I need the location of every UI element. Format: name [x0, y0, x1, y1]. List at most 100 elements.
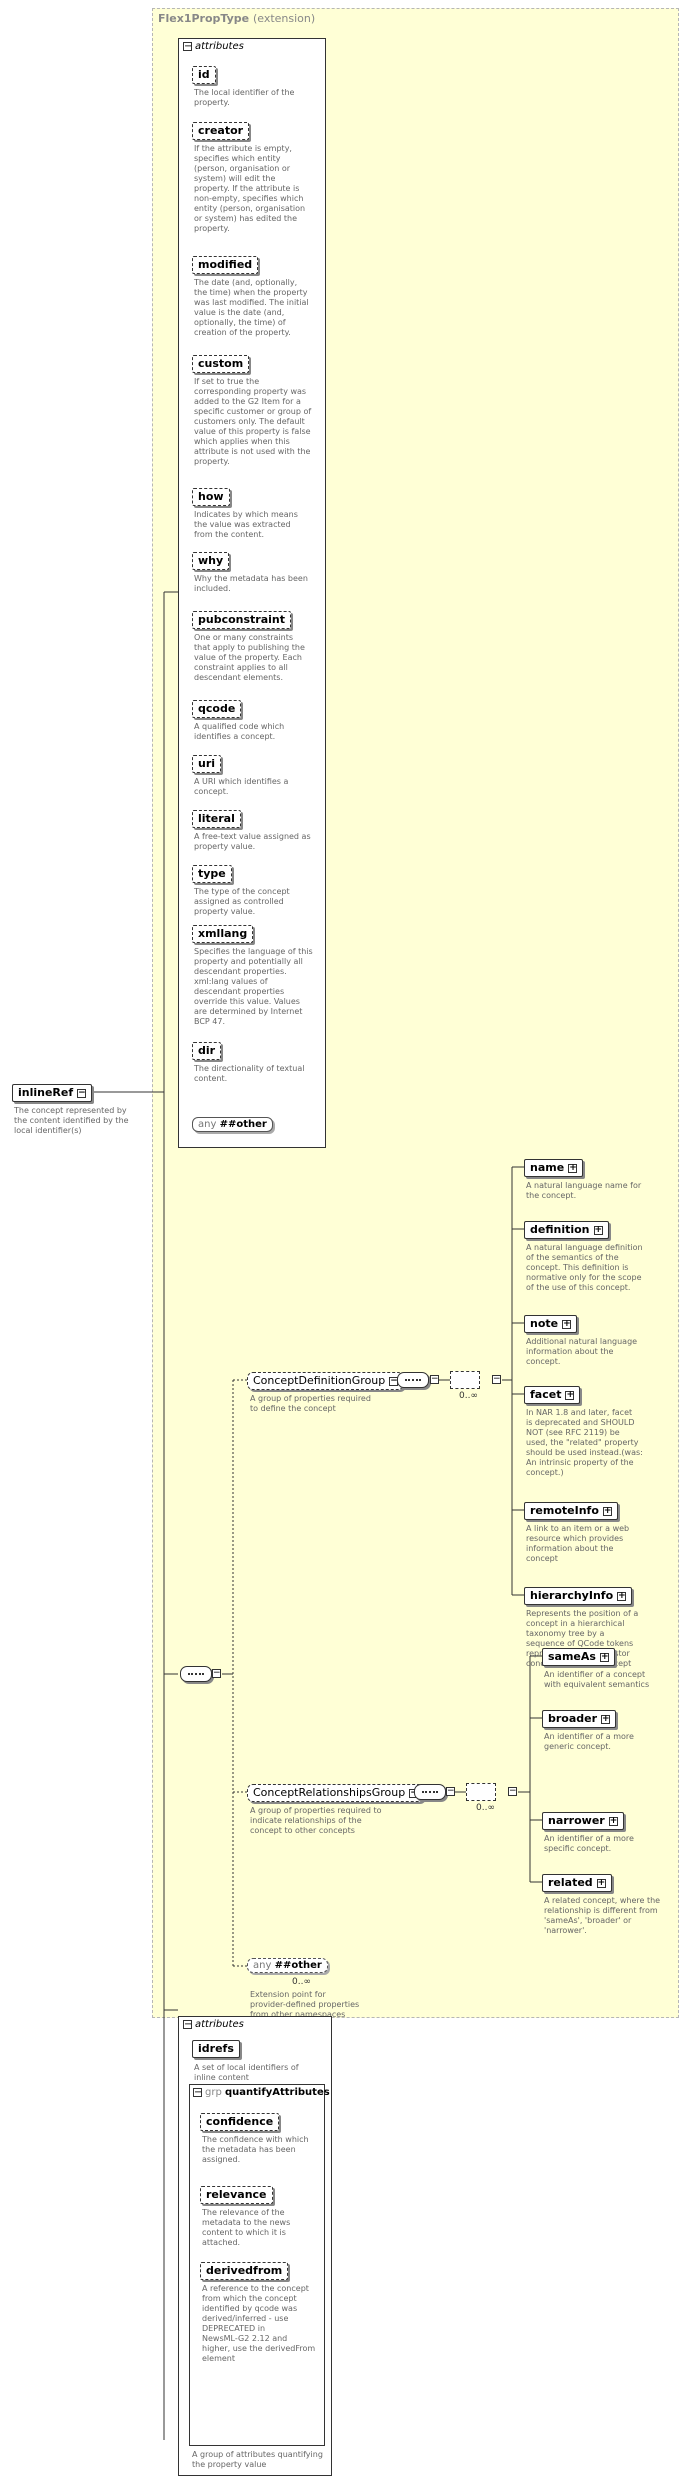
expand-icon[interactable]: − [77, 1087, 87, 1098]
description-line: used, the "related" property [526, 1438, 639, 1447]
description-line: generic concept. [544, 1742, 611, 1751]
description-line: with equivalent semantics [544, 1680, 650, 1689]
description-line: identifies a concept. [194, 732, 276, 741]
attribute-dir[interactable]: dir [192, 1042, 222, 1060]
collapse-toggle-icon[interactable]: − [430, 1374, 439, 1384]
description-line: metadata to the news [202, 2218, 291, 2227]
description-line: property. [194, 98, 230, 107]
attribute-name: uri [198, 757, 216, 770]
attribute-confidence[interactable]: confidence [200, 2113, 280, 2131]
any-attribute: any ##other [192, 1117, 273, 1132]
element-name[interactable]: name+ [524, 1159, 584, 1177]
attribute-id[interactable]: id [192, 66, 216, 84]
element-name: sameAs [548, 1650, 596, 1663]
quantify-group-header[interactable]: −grp quantifyAttributes [193, 2086, 330, 2098]
attribute-relevance[interactable]: relevance [200, 2186, 273, 2204]
description-line: descendant properties. [194, 967, 287, 976]
root-element[interactable]: inlineRef− [12, 1084, 93, 1102]
element-facet[interactable]: facet+ [524, 1386, 581, 1404]
attribute-idrefs[interactable]: idrefs [192, 2040, 240, 2058]
expand-icon[interactable]: + [602, 1505, 612, 1516]
attribute-derivedfrom[interactable]: derivedfrom [200, 2262, 289, 2280]
attribute-modified[interactable]: modified [192, 256, 259, 274]
element-related[interactable]: related+ [542, 1874, 612, 1892]
description-line: xml:lang values of [194, 977, 268, 986]
description-line: If the attribute is empty, [194, 144, 292, 153]
attribute-name: xmllang [198, 927, 248, 940]
collapse-toggle-icon[interactable]: − [193, 2086, 203, 2098]
description-line: taxonomy tree by a [526, 1629, 605, 1638]
attribute-how[interactable]: how [192, 488, 230, 506]
element-definition[interactable]: definition+ [524, 1221, 609, 1239]
attribute-description: The date (and, optionally,the time) when… [194, 278, 309, 338]
description-line: corresponding property was [194, 387, 307, 396]
attribute-qcode[interactable]: qcode [192, 700, 242, 718]
description-line: which applies when this [194, 437, 290, 446]
expand-icon[interactable]: + [562, 1318, 572, 1329]
element-name: remoteInfo [530, 1504, 599, 1517]
attribute-name: custom [198, 357, 244, 370]
any-element: any ##other [247, 1958, 328, 1973]
description-line: NOT (see RFC 2119) be [526, 1428, 620, 1437]
expand-icon[interactable]: + [596, 1877, 606, 1888]
element-note[interactable]: note+ [524, 1315, 578, 1333]
concept-relationships-group[interactable]: ConceptRelationshipsGroup− [247, 1784, 425, 1802]
attribute-why[interactable]: why [192, 552, 230, 570]
description-line: resource which provides [526, 1534, 624, 1543]
expand-icon[interactable]: + [608, 1815, 618, 1826]
expand-icon[interactable]: + [568, 1162, 578, 1173]
description-line: identified by qcode was [202, 2304, 298, 2313]
choice-compositor-icon [466, 1783, 496, 1801]
element-sameas[interactable]: sameAs+ [542, 1648, 615, 1666]
element-name: related [548, 1876, 593, 1889]
collapse-toggle-icon[interactable]: − [212, 1668, 221, 1678]
attribute-name: creator [198, 124, 244, 137]
element-remoteinfo[interactable]: remoteInfo+ [524, 1502, 618, 1520]
collapse-toggle-icon[interactable]: − [492, 1374, 501, 1384]
description-line: assigned as controlled [194, 897, 284, 906]
expand-icon[interactable]: + [601, 1713, 611, 1724]
element-narrower[interactable]: narrower+ [542, 1812, 624, 1830]
expand-icon[interactable]: + [617, 1590, 627, 1601]
concept-definition-group[interactable]: ConceptDefinitionGroup− [247, 1372, 405, 1390]
description-line: A natural language definition [526, 1243, 643, 1252]
attributes-header-2[interactable]: −attributes [183, 2018, 244, 2030]
element-broader[interactable]: broader+ [542, 1710, 617, 1728]
description-line: property. [194, 224, 230, 233]
description-line: Specifies the language of this [194, 947, 313, 956]
sequence-compositor-icon [397, 1372, 429, 1388]
attribute-name: why [198, 554, 224, 567]
collapse-toggle-icon[interactable]: − [183, 2018, 193, 2030]
description-line: override this value. Values [194, 997, 300, 1006]
description-line: An identifier of a more [544, 1834, 634, 1843]
description-line: Additional natural language [526, 1337, 638, 1346]
expand-icon[interactable]: + [565, 1389, 575, 1400]
attribute-pubconstraint[interactable]: pubconstraint [192, 611, 292, 629]
collapse-toggle-icon[interactable]: − [446, 1786, 455, 1796]
attribute-custom[interactable]: custom [192, 355, 250, 373]
collapse-toggle-icon[interactable]: − [183, 40, 193, 52]
description-line: derived/inferred - use [202, 2314, 289, 2323]
attribute-literal[interactable]: literal [192, 810, 241, 828]
attribute-creator[interactable]: creator [192, 122, 250, 140]
attribute-uri[interactable]: uri [192, 755, 222, 773]
expand-icon[interactable]: + [593, 1224, 603, 1235]
expand-icon[interactable]: + [599, 1651, 609, 1662]
description-line: specific customer or group of [194, 407, 312, 416]
attribute-type[interactable]: type [192, 865, 232, 883]
attributes-header[interactable]: −attributes [183, 40, 244, 52]
collapse-toggle-icon[interactable]: − [508, 1786, 517, 1796]
element-hierarchyinfo[interactable]: hierarchyInfo+ [524, 1587, 633, 1605]
attribute-xmllang[interactable]: xmllang [192, 925, 254, 943]
description-line: customers only. The default [194, 417, 305, 426]
description-line: In NAR 1.8 and later, facet [526, 1408, 633, 1417]
description-line: concept in a hierarchical [526, 1619, 625, 1628]
